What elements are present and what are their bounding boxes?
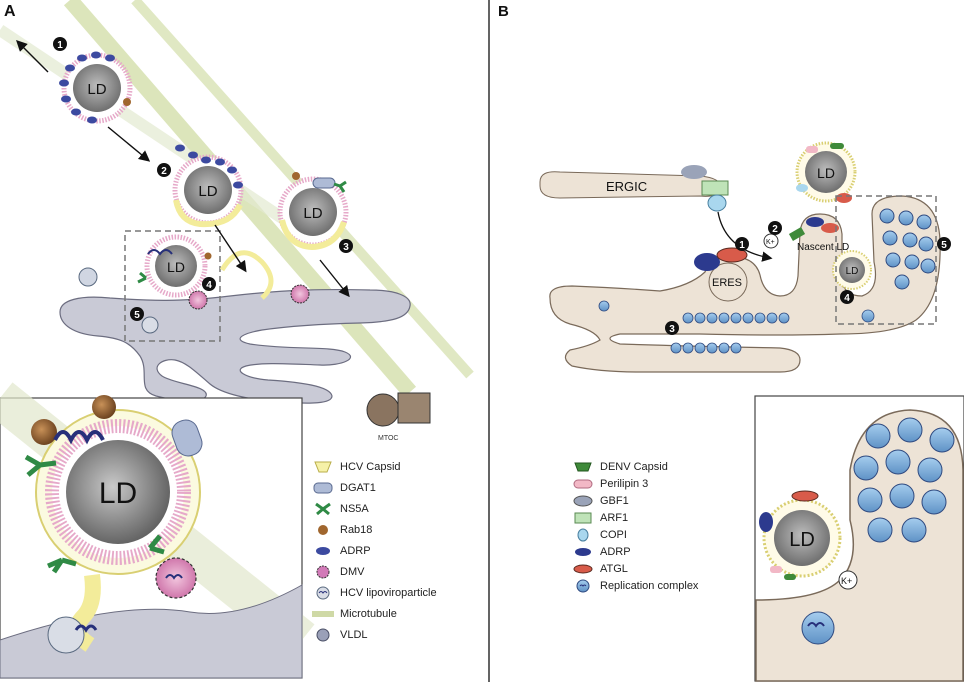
legend-b: DENV Capsid Perilipin 3 GBF1 ARF1 COPI A… [572,460,742,610]
vldl-particle [78,267,98,287]
ns5a-icon [315,502,331,516]
adrp-icon [316,547,330,555]
legend-label: ADRP [340,545,371,557]
dmv-icon [316,565,330,579]
zoom-inset-b: LD K+ [754,395,964,682]
copi-icon [577,528,589,542]
arrow [214,224,247,273]
vldl-icon [316,628,330,642]
legend-label: ARF1 [600,512,629,524]
atgl-protein [716,247,748,263]
legend-label: DMV [340,566,365,578]
step-number: 4 [844,293,850,304]
step-number: 2 [772,224,778,235]
ld-label: LD [87,81,106,98]
replication-complex-icon [576,579,590,593]
arrow [319,259,350,298]
legend-label: Microtubule [340,608,397,620]
ld-label: LD [789,529,815,551]
step-number: 1 [739,240,745,251]
legend-label: DGAT1 [340,482,376,494]
legend-label: COPI [600,529,627,541]
lipid-droplet-step1: LD [59,51,133,124]
legend-label: HCV lipoviroparticle [340,587,437,599]
mtoc: MTOC [366,392,431,442]
hcv-capsid-icon [314,461,332,473]
ld-label: LD [167,259,185,275]
legend-label: HCV Capsid [340,461,401,473]
ld-label: LD [846,266,859,277]
er-membrane [59,288,411,404]
panel-a: LD LD LD [0,0,474,679]
lipid-droplet-step2: LD [172,144,244,228]
denv-capsid-icon [574,462,592,472]
dmv-particle [290,284,310,304]
step-number: 4 [206,280,212,291]
hcv-lipoviroparticle-icon [316,586,330,600]
legend-label: GBF1 [600,495,629,507]
k-plus-label: K+ [766,239,775,246]
arrow [717,211,773,262]
arf1-icon [574,512,592,524]
eres-label: ERES [712,277,742,289]
ld-label: LD [198,183,217,200]
perilipin-3-icon [573,479,593,489]
er-replication-row [598,300,875,354]
panel-b-letter: B [498,3,509,20]
step-number: 1 [57,40,63,51]
step-number: 3 [669,324,675,335]
arrow [107,126,151,162]
atgl-icon [573,564,593,574]
panel-b: B ERGIC ERES Nascent LD K+ LD [498,3,964,682]
zoom-box-a [124,230,221,342]
lipid-droplet-top: LD [795,141,857,203]
legend-label: Replication complex [600,580,699,592]
legend-label: Perilipin 3 [600,478,649,490]
ld-label: LD [817,165,835,181]
panel-a-letter: A [4,3,16,20]
ld-label: LD [99,477,137,510]
microtubule [0,25,304,235]
step-badges-b: 1 2 3 4 5 [665,221,951,335]
step-number: 3 [343,242,349,253]
gbf1-icon [573,495,593,507]
adrp-icon [575,548,591,556]
replication-cluster [879,208,936,290]
legend-label: Rab18 [340,524,373,536]
zoom-inset-a: LD [0,382,315,679]
nascent-ld-label: Nascent LD [797,242,849,253]
legend-label: VLDL [340,629,368,641]
ergic-label: ERGIC [606,179,647,194]
legend-a: HCV Capsid DGAT1 NS5A Rab18 ADRP DMV HCV… [312,460,482,660]
legend-label: ATGL [600,563,628,575]
step-badges-a: 1 2 3 4 5 [53,37,353,321]
k-plus-label: K+ [841,576,852,586]
legend-label: NS5A [340,503,369,515]
adrp-protein [694,253,720,271]
step-number: 2 [161,166,167,177]
dgat1-icon [313,482,333,494]
mtoc-label: MTOC [378,435,398,442]
ergic: ERGIC [539,165,729,212]
microtubule-icon [312,611,334,617]
arrow [16,40,49,73]
zoom-box-b [835,195,937,325]
step-number: 5 [134,310,140,321]
step-number: 5 [941,240,947,251]
lipid-droplet-step3: LD [277,172,349,251]
lipid-droplet-small: LD [832,250,872,290]
rab18-icon [318,525,328,535]
lipid-droplet-step4: LD [137,234,212,334]
legend-label: ADRP [600,546,631,558]
ld-label: LD [303,205,322,222]
legend-label: DENV Capsid [600,461,668,473]
